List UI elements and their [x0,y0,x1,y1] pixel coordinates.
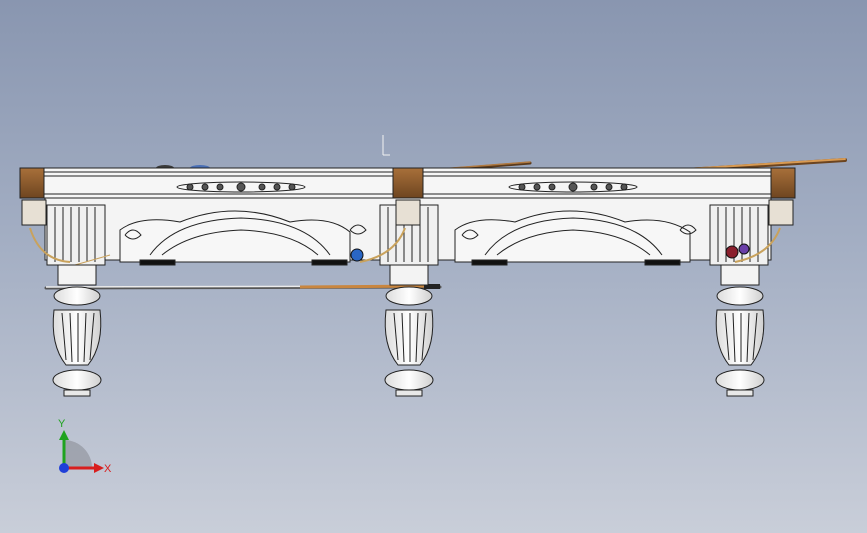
origin-marker [382,135,390,156]
leg-right [715,264,765,397]
rail-carving-left [176,181,306,193]
pocket-net-left [29,227,111,266]
rail-carving-right [508,181,638,193]
x-axis-arrow [94,463,104,473]
pocket-net-middle [350,227,406,263]
legs [52,264,765,397]
z-axis-dot [59,463,69,473]
arch-right [454,210,691,263]
leg-middle [384,264,434,397]
pocket-net-right [725,227,781,263]
pilaster-middle [379,204,439,266]
pilaster-left [46,204,106,266]
pocket-blocks [19,167,796,226]
y-axis-label: Y [58,418,66,430]
coordinate-triad: Y X [58,418,112,475]
arch-left [119,210,351,263]
x-axis-label: X [104,463,112,475]
cue-side-rack [44,284,442,290]
leg-left [52,264,102,397]
pilaster-right [709,204,769,266]
scroll-ornaments [124,224,697,240]
y-axis-arrow [59,430,69,440]
